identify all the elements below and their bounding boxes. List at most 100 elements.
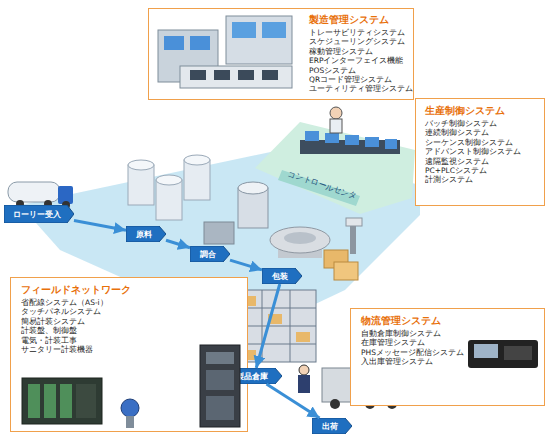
system-item: トレーサビリティシステム — [309, 28, 413, 37]
desk-monitor — [262, 70, 278, 80]
control-cabinet — [204, 222, 234, 244]
plc-unit — [22, 378, 102, 424]
panel-screen — [164, 36, 184, 50]
operator-body — [330, 119, 342, 133]
system-item: バッチ制御システム — [425, 119, 521, 128]
system-box: 生産制御システムバッチ制御システム連続制御システムシーケンス制御システムアドバン… — [415, 98, 545, 206]
stage-arrow: 包装 — [262, 268, 302, 284]
system-item: シーケンス制御システム — [425, 138, 521, 147]
vessel-top — [238, 182, 268, 194]
wheel — [330, 399, 340, 409]
control-panel — [158, 30, 218, 82]
control-board — [200, 345, 240, 427]
console-screen — [365, 137, 379, 147]
console-screen — [325, 133, 339, 143]
control-area — [255, 122, 415, 214]
system-item: 電気・計装工事 — [21, 336, 131, 345]
system-item: 自動倉庫制御システム — [361, 329, 464, 338]
desk-monitor — [238, 70, 254, 80]
operator-desk — [180, 66, 292, 88]
carousel-top — [284, 232, 316, 244]
product-box — [334, 262, 358, 280]
system-item: POSシステム — [309, 66, 413, 75]
text-block: 出荷 — [312, 418, 352, 434]
stored-box — [296, 332, 310, 342]
system-heading: 物流管理システム — [361, 315, 464, 327]
stage-label: 原料 — [136, 229, 152, 240]
control-panel — [226, 16, 292, 64]
system-item: スケジューリングシステム — [309, 37, 413, 46]
plc-module — [76, 384, 96, 418]
arrow-fill — [312, 418, 352, 434]
flow-arrow — [74, 221, 126, 231]
console-screen — [385, 139, 397, 149]
product-box — [324, 250, 348, 268]
text-block: フィールドネットワーク省配線システム（AS-i）タッチパネルシステム簡易計装シス… — [21, 284, 131, 354]
silo — [184, 160, 210, 200]
carousel-base — [278, 240, 322, 258]
system-item: 省配線システム（AS-i） — [21, 298, 131, 307]
system-item: 入出庫管理システム — [361, 357, 464, 366]
worker-head — [299, 365, 309, 375]
text-block: 原料 — [126, 226, 166, 242]
rack-shelf — [236, 344, 316, 345]
system-heading: 生産制御システム — [425, 105, 521, 117]
system-heading: フィールドネットワーク — [21, 284, 131, 296]
arrow-fill — [226, 368, 282, 384]
board-panel — [206, 396, 234, 420]
desk-monitor — [214, 70, 230, 80]
stored-box — [268, 314, 282, 324]
operator-head — [330, 107, 342, 119]
stage-arrow: ローリー受入 — [4, 205, 74, 223]
area-label: コントロールセンタ — [286, 168, 358, 202]
flow-arrow — [256, 284, 280, 368]
stage-arrow: 製品倉庫 — [226, 368, 282, 384]
console-screen — [345, 135, 359, 145]
silo-top — [184, 155, 210, 165]
system-box: 物流管理システム自動倉庫制御システム在庫管理システムPHSメッセージ配信システム… — [350, 308, 545, 406]
system-item: ユーティリティ管理システム — [309, 84, 413, 93]
arrow-fill — [4, 205, 74, 223]
panel-screen — [190, 36, 210, 50]
flow-arrow — [166, 240, 190, 248]
stage-arrow: 調合 — [190, 246, 230, 262]
warehouse-rack — [236, 290, 316, 362]
system-box: 製造管理システムトレーサビリティシステムスケジューリングシステム稼動管理システム… — [148, 8, 414, 100]
system-item: PC+PLCシステム — [425, 166, 521, 175]
silo — [128, 165, 154, 205]
tanker-cab — [58, 186, 73, 204]
silo-top — [128, 160, 154, 170]
rack-post — [290, 290, 291, 362]
system-item: 遠隔監視システム — [425, 157, 521, 166]
arrow-fill — [126, 226, 166, 242]
system-item: 計装盤、制御盤 — [21, 326, 131, 335]
board-panel — [206, 370, 234, 390]
system-item: QRコード管理システム — [309, 75, 413, 84]
plc-module — [28, 384, 40, 418]
plc-module — [60, 384, 72, 418]
arrow-fill — [262, 268, 302, 284]
system-item: 連続制御システム — [425, 128, 521, 137]
stage-label: 包装 — [272, 271, 288, 282]
text-block: 製造管理システムトレーサビリティシステムスケジューリングシステム稼動管理システム… — [309, 14, 413, 94]
plc-module — [44, 384, 56, 418]
system-item: 在庫管理システム — [361, 338, 464, 347]
handheld-terminal — [468, 340, 538, 368]
rack-post — [262, 290, 263, 362]
text-block: 製品倉庫 — [226, 368, 282, 384]
system-item: タッチパネルシステム — [21, 307, 131, 316]
system-heading: 製造管理システム — [309, 14, 413, 26]
transmitter — [121, 399, 139, 417]
system-item: 計測システム — [425, 175, 521, 184]
panel-screen — [262, 22, 286, 38]
mixing-vessel — [238, 188, 268, 228]
desk-monitor — [190, 70, 206, 80]
console-screen — [305, 131, 319, 141]
camera — [346, 218, 362, 226]
stage-label: 調合 — [200, 249, 216, 260]
camera-pole — [350, 224, 356, 254]
transmitter-stem — [126, 416, 134, 428]
